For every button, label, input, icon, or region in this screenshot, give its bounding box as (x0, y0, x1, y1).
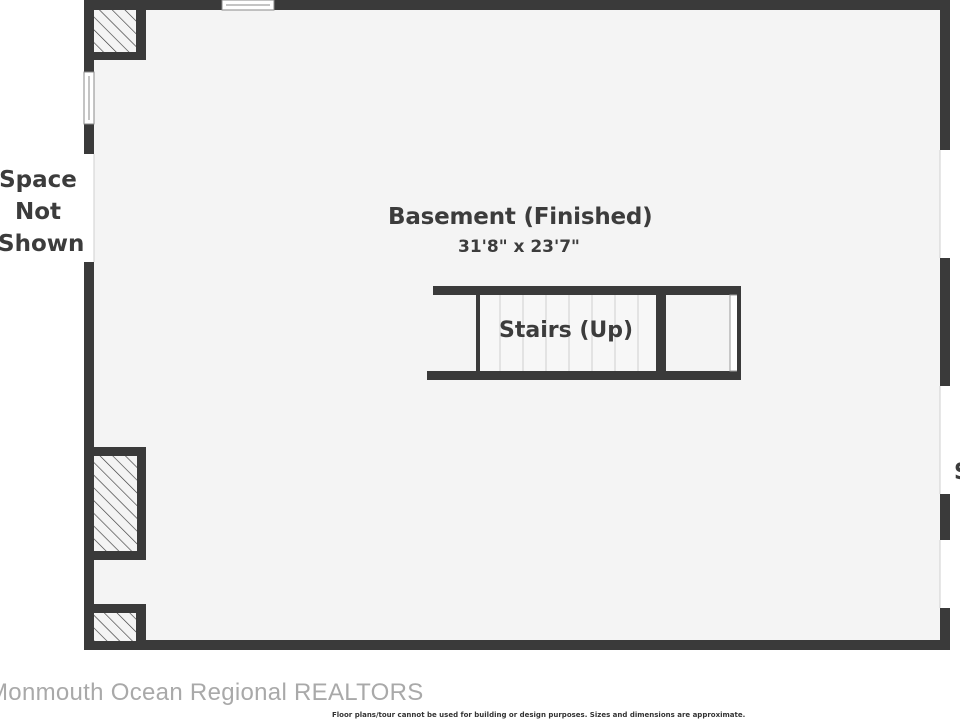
right-opening-middle (940, 386, 950, 494)
right-wall (940, 0, 950, 650)
column-bottom-left (86, 604, 146, 648)
room-dimensions: 31'8" x 23'7" (458, 237, 580, 257)
stairs-label: Stairs (Up) (499, 318, 634, 343)
top-window (221, 0, 275, 11)
adjacent-space-line-2: Not (14, 199, 62, 225)
right-opening-upper (940, 150, 950, 258)
watermark: Monmouth Ocean Regional REALTORS (0, 679, 424, 706)
column-top-left (86, 2, 146, 60)
right-opening-lower (940, 540, 950, 608)
left-wall (84, 0, 94, 650)
column-left-middle (86, 447, 146, 560)
adjacent-space-label-right: S (954, 460, 960, 485)
disclaimer: Floor plans/tour cannot be used for buil… (332, 711, 746, 719)
bottom-wall (84, 640, 950, 650)
adjacent-space-line-3: Shown (0, 231, 85, 257)
top-wall (84, 0, 950, 10)
left-opening (84, 154, 94, 262)
room-name: Basement (Finished) (388, 204, 653, 230)
stairs (427, 286, 741, 380)
adjacent-space-line-1: Space (0, 167, 77, 193)
adjacent-space-label-left: Space Not Shown (0, 164, 85, 260)
left-window (83, 71, 95, 125)
